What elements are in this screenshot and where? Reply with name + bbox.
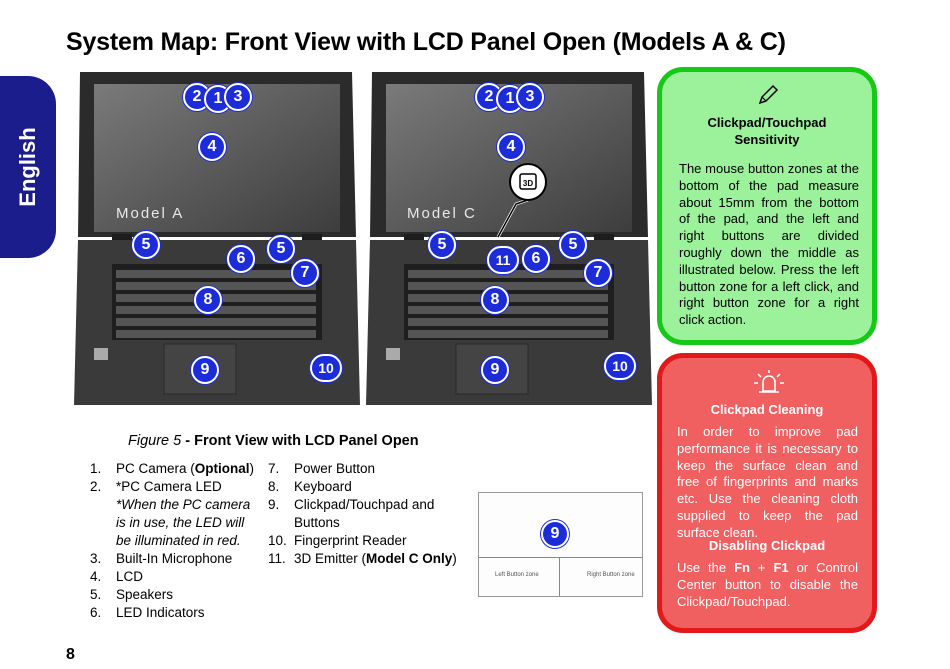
callout-9: 9 <box>191 356 219 384</box>
laptop-model-a-drawing <box>74 72 360 405</box>
disabling-heading: Disabling Clickpad <box>708 538 826 553</box>
legend-item-8: 8. Keyboard <box>268 479 352 494</box>
legend-item-7: 7. Power Button <box>268 461 376 476</box>
zone-divider-horizontal <box>479 557 642 558</box>
legend-item-6: 6. LED Indicators <box>90 605 205 620</box>
model-a-label: Model A <box>116 205 185 222</box>
callout-8: 8 <box>194 286 222 314</box>
right-button-zone-label: Right Button zone <box>587 572 635 578</box>
callout-3: 3 <box>516 83 544 111</box>
callout-1: 1 <box>496 85 524 113</box>
callout-11: 11 <box>487 246 519 274</box>
legend-list-left: 1. PC Camera (Optional) 2. *PC Camera LE… <box>90 460 266 622</box>
legend-item-2: 2. *PC Camera LED <box>90 479 222 494</box>
callout-6: 6 <box>227 245 255 273</box>
callout-4: 4 <box>198 133 226 161</box>
callout-5-left: 5 <box>428 231 456 259</box>
callout-7: 7 <box>291 259 319 287</box>
callout-5-left: 5 <box>132 231 160 259</box>
laptop-model-a-image: Model A 2 1 3 4 5 6 5 7 8 9 10 <box>72 72 362 407</box>
legend-item-1: 1. PC Camera (Optional) <box>90 461 255 476</box>
cleaning-heading: Clickpad Cleaning <box>710 402 824 417</box>
cleaning-body: In order to improve pad performance it i… <box>677 424 858 540</box>
callout-10: 10 <box>310 354 342 382</box>
pencil-icon <box>758 84 779 105</box>
legend-item-4: 4. LCD <box>90 569 144 584</box>
warning-icon <box>754 370 784 393</box>
figure-title: - Front View with LCD Panel Open <box>181 433 419 449</box>
language-tab: English <box>0 76 56 258</box>
cleaning-note-box: Clickpad Cleaning In order to improve pa… <box>657 353 877 633</box>
figure-caption: Figure 5 - Front View with LCD Panel Ope… <box>128 433 419 449</box>
page-number: 8 <box>66 646 75 663</box>
left-button-zone-label: Left Button zone <box>495 572 539 578</box>
sensitivity-heading: Clickpad/Touchpad Sensitivity <box>707 115 827 147</box>
callout-3: 3 <box>224 83 252 111</box>
legend-item-5: 5. Speakers <box>90 587 174 602</box>
legend-item-3: 3. Built-In Microphone <box>90 551 233 566</box>
svg-text:3D: 3D <box>523 179 533 188</box>
sensitivity-note-box: Clickpad/Touchpad Sensitivity The mouse … <box>657 67 877 345</box>
callout-8: 8 <box>481 286 509 314</box>
disabling-body: Use the Fn + F1 or Control Center button… <box>677 560 858 609</box>
touchpad-zones-figure: 9 Left Button zone Right Button zone <box>478 492 643 597</box>
sensitivity-body: The mouse button zones at the bottom of … <box>679 161 859 328</box>
callout-9: 9 <box>481 356 509 384</box>
model-c-label: Model C <box>407 205 477 222</box>
legend-item-11: 11. 3D Emitter (Model C Only) <box>268 551 457 566</box>
legend-item-2-note: *When the PC camera is in use, the LED w… <box>116 497 251 548</box>
callout-5-right: 5 <box>267 235 295 263</box>
laptop-model-c-image: 3D Model C 2 1 3 4 5 11 6 5 7 8 9 10 <box>364 72 654 407</box>
page-title: System Map: Front View with LCD Panel Op… <box>66 28 786 56</box>
legend-list-right: 7. Power Button 8. Keyboard 9. Clickpad/… <box>268 460 468 568</box>
callout-6: 6 <box>522 245 550 273</box>
figure-number: Figure 5 <box>128 433 182 449</box>
zone-divider-vertical <box>559 557 560 596</box>
callout-10: 10 <box>604 352 636 380</box>
callout-7: 7 <box>584 259 612 287</box>
language-tab-label: English <box>15 127 40 207</box>
callout-5-right: 5 <box>559 231 587 259</box>
callout-4: 4 <box>497 133 525 161</box>
legend-item-10: 10. Fingerprint Reader <box>268 533 407 548</box>
legend-item-9: 9. Clickpad/Touchpad and Buttons <box>268 497 435 530</box>
touchpad-callout-9: 9 <box>541 520 569 548</box>
